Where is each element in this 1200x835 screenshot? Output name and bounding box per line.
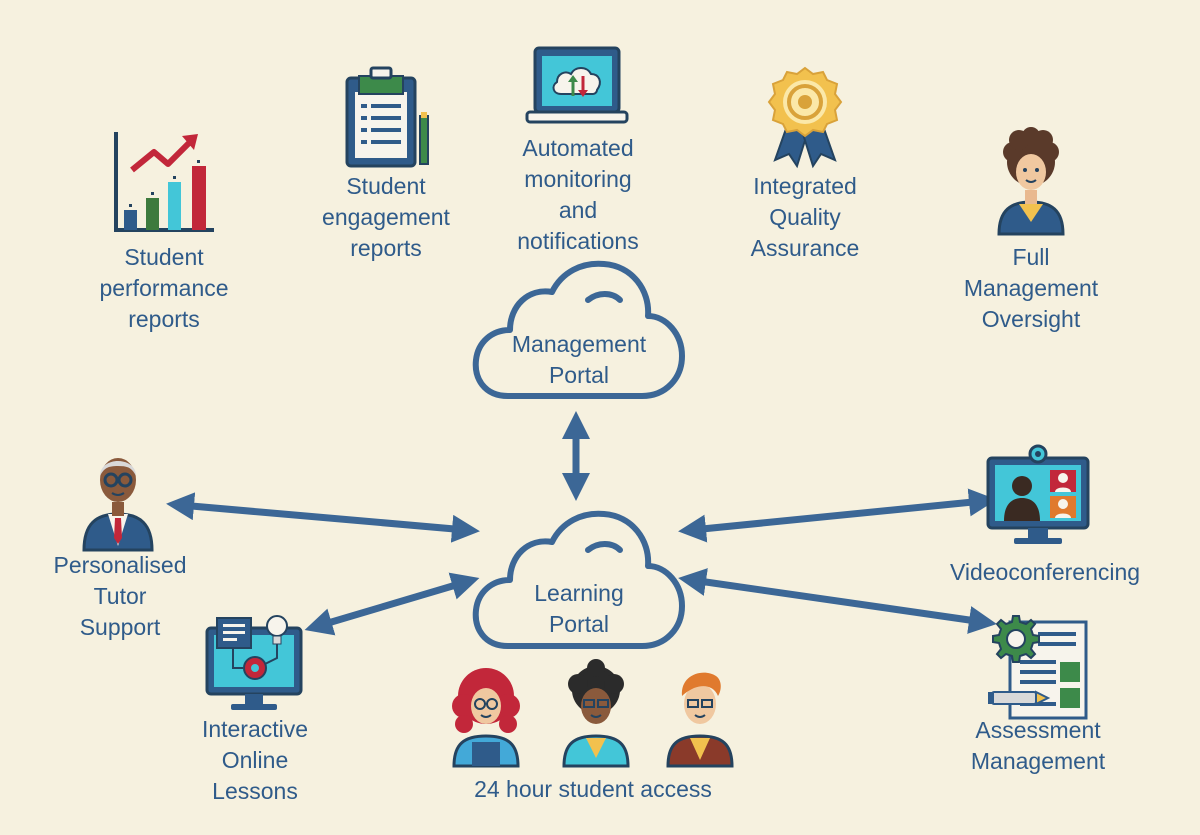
clipboard-icon	[345, 66, 429, 168]
feature-label: Student engagement reports	[322, 173, 450, 261]
learning-portal-label: Learning Portal	[534, 580, 624, 637]
assessment-document-icon	[988, 615, 1088, 720]
feature-label: Videoconferencing	[949, 559, 1141, 585]
cloud-icon	[472, 260, 685, 399]
tutor-avatar-icon	[82, 458, 154, 552]
award-badge-icon	[767, 66, 843, 169]
arrow-videoconferencing	[678, 488, 997, 543]
arrow-tutor-support	[166, 492, 480, 543]
feature-label: Integrated Quality Assurance	[750, 173, 860, 261]
feature-label: Interactive Online Lessons	[201, 716, 309, 804]
arrow-assessment	[678, 568, 997, 634]
feature-interactive-online-lessons	[203, 614, 305, 714]
feature-student-access	[450, 659, 740, 768]
student-avatar-icon	[666, 672, 734, 768]
management-portal-cloud	[470, 258, 686, 404]
feature-label: Automated monitoring and notifications	[517, 135, 639, 254]
monitor-lesson-icon	[205, 615, 303, 710]
laptop-cloud-icon	[525, 46, 629, 124]
bar-chart-icon	[114, 132, 214, 232]
feature-label: Personalised Tutor Support	[53, 552, 187, 640]
feature-label: Student performance reports	[99, 244, 229, 332]
video-call-icon	[986, 444, 1090, 544]
learning-portal-cloud	[470, 508, 686, 654]
student-avatar-icon	[562, 659, 630, 768]
feature-full-management-oversight	[995, 127, 1067, 236]
feature-videoconferencing	[986, 444, 1090, 548]
feature-integrated-quality-assurance	[765, 66, 845, 169]
feature-label: 24 hour student access	[474, 776, 712, 802]
feature-student-engagement-reports	[343, 66, 435, 170]
feature-assessment-management	[986, 615, 1090, 720]
feature-label: Assessment Management	[970, 717, 1106, 774]
feature-student-performance-reports	[110, 132, 216, 236]
student-avatar-icon	[452, 668, 520, 768]
arrow-online-lessons	[304, 572, 480, 636]
feature-personalised-tutor-support	[82, 446, 154, 552]
cloud-icon	[472, 510, 685, 649]
students-group-icon	[452, 659, 734, 768]
management-portal-label: Management Portal	[511, 331, 647, 388]
feature-label: Full Management Oversight	[963, 244, 1099, 332]
manager-avatar-icon	[997, 127, 1065, 236]
feature-automated-monitoring	[525, 46, 629, 126]
